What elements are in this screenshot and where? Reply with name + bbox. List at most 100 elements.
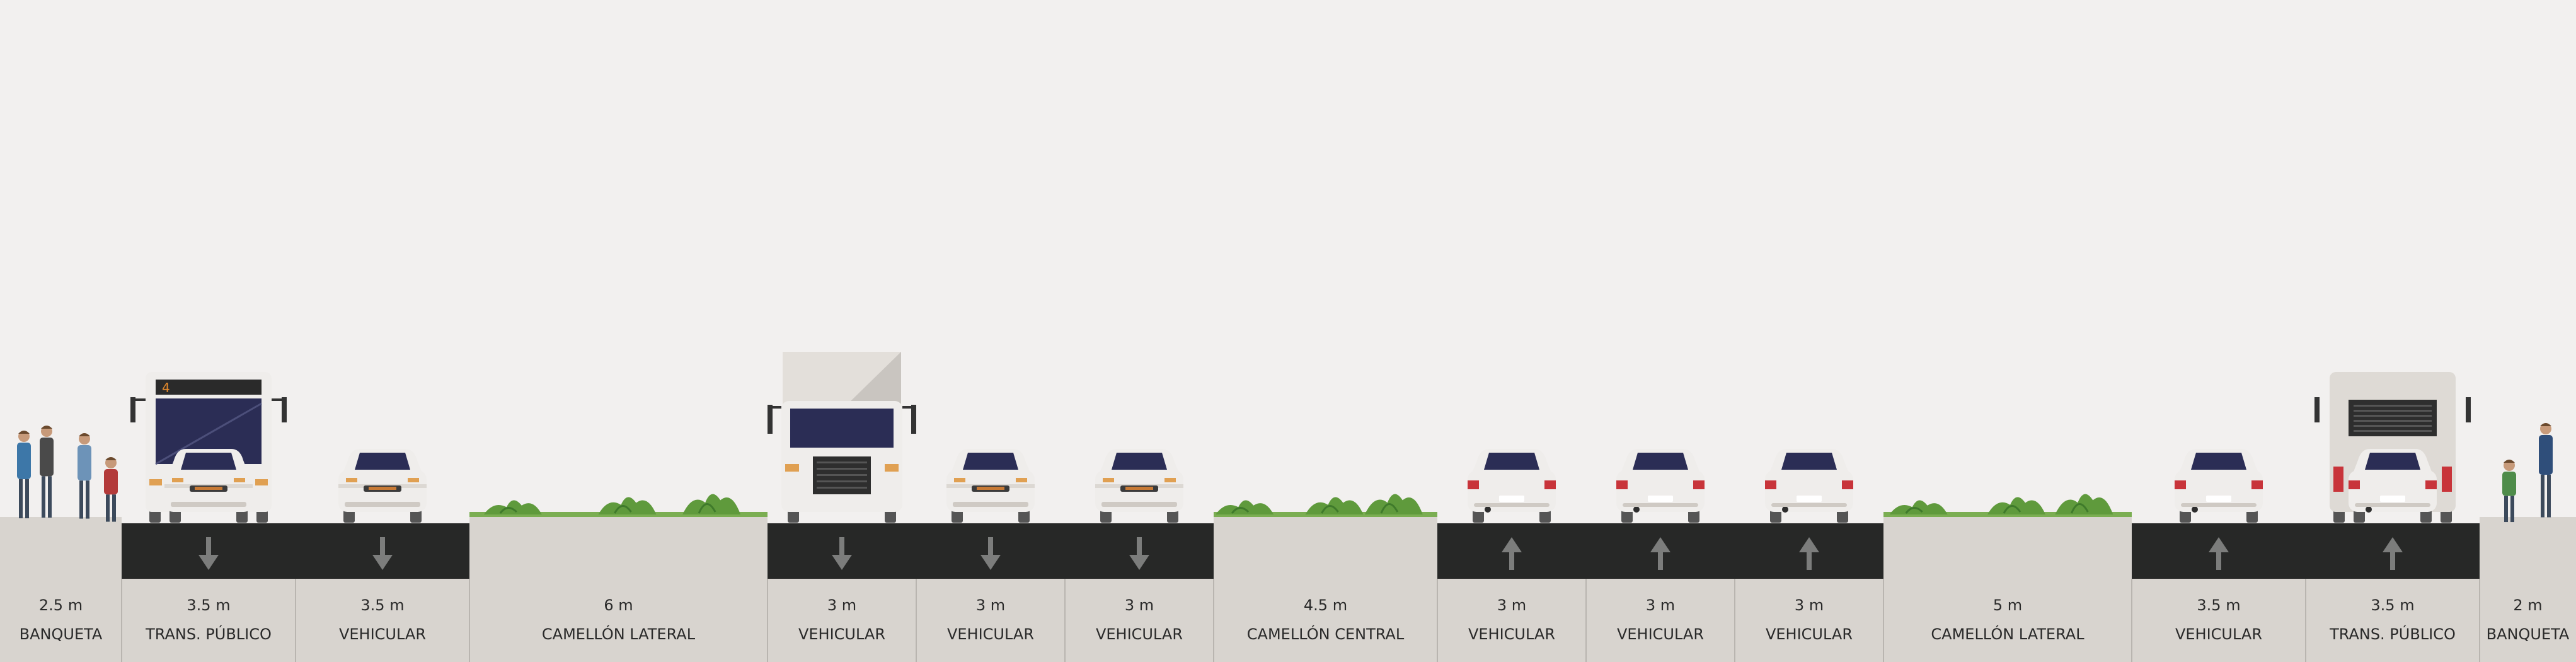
car-front-icon <box>946 449 1035 523</box>
plants-icon <box>469 494 768 517</box>
arrow-up-icon <box>1650 537 1670 570</box>
segment-label-8: 4.5 m CAMELLÓN CENTRAL <box>1247 596 1405 643</box>
segment-type-label: CAMELLÓN CENTRAL <box>1247 624 1405 643</box>
sidewalk-surface <box>0 517 122 662</box>
segment-type-label: VEHICULAR <box>1096 625 1183 643</box>
lane-label-band <box>916 579 1065 662</box>
arrow-up-icon <box>2209 537 2229 570</box>
segment-width-label: 3 m <box>976 596 1005 614</box>
sidewalk-surface <box>2480 517 2576 662</box>
segment-label-12: 5 m CAMELLÓN LATERAL <box>1931 596 2084 643</box>
pedestrian-icon <box>78 433 91 519</box>
lane-label-band <box>1065 579 1214 662</box>
bus-route-sign: 4 <box>162 380 170 395</box>
pedestrian-icon <box>40 426 54 518</box>
median-surface <box>469 517 768 662</box>
segment-label-2: 3.5 m TRANS. PÚBLICO <box>145 596 272 643</box>
lane-label-band <box>122 579 296 662</box>
segment-width-label: 5 m <box>1993 596 2022 614</box>
ground-layer <box>0 517 2576 662</box>
segment-type-label: TRANS. PÚBLICO <box>2329 624 2456 643</box>
lane-label-band <box>296 579 469 662</box>
lane-label-band <box>2306 579 2480 662</box>
lane-label-band <box>1735 579 1883 662</box>
car-front-icon <box>164 449 253 523</box>
arrow-down-icon <box>832 537 852 570</box>
segment-type-label: VEHICULAR <box>1468 625 1555 643</box>
segment-width-label: 3 m <box>1795 596 1824 614</box>
truck-front-icon <box>768 352 916 523</box>
segment-13 <box>2131 523 2306 662</box>
segment-label-10: 3 m VEHICULAR <box>1617 596 1704 643</box>
segment-label-7: 3 m VEHICULAR <box>1096 596 1183 643</box>
arrow-up-icon <box>2383 537 2403 570</box>
plants-icon <box>1883 494 2132 517</box>
segment-label-11: 3 m VEHICULAR <box>1766 596 1853 643</box>
lane-label-band <box>2132 579 2306 662</box>
segment-2 <box>121 523 296 662</box>
segment-width-label: 3 m <box>827 596 856 614</box>
plants-icon <box>1214 494 1437 517</box>
segment-width-label: 3.5 m <box>360 596 404 614</box>
segment-width-label: 2.5 m <box>39 596 83 614</box>
arrow-down-icon <box>372 537 393 570</box>
segment-15 <box>2479 517 2576 662</box>
arrow-down-icon <box>980 537 1001 570</box>
pedestrian-icon <box>17 431 31 519</box>
segment-width-label: 3.5 m <box>2197 596 2240 614</box>
objects-layer: 4 <box>17 352 2553 523</box>
arrow-down-icon <box>198 537 219 570</box>
car-back-icon <box>2349 449 2437 523</box>
segment-label-6: 3 m VEHICULAR <box>947 596 1034 643</box>
segment-type-label: VEHICULAR <box>798 625 885 643</box>
median-surface <box>1214 517 1437 662</box>
segment-6 <box>916 523 1065 662</box>
segment-width-label: 3 m <box>1497 596 1526 614</box>
segment-label-14: 3.5 m TRANS. PÚBLICO <box>2329 596 2456 643</box>
lane-label-band <box>1586 579 1735 662</box>
lane-label-band <box>768 579 916 662</box>
segment-8 <box>1213 517 1437 662</box>
segment-9 <box>1437 523 1586 662</box>
segment-width-label: 3 m <box>1646 596 1675 614</box>
car-front-icon <box>1095 449 1183 523</box>
segment-3 <box>295 523 469 662</box>
arrow-up-icon <box>1799 537 1819 570</box>
pedestrian-icon <box>2539 423 2553 518</box>
segment-type-label: CAMELLÓN LATERAL <box>542 624 696 643</box>
child-pedestrian-icon <box>104 457 118 522</box>
segment-4 <box>469 517 768 662</box>
segment-width-label: 4.5 m <box>1304 596 1347 614</box>
segment-11 <box>1734 523 1883 662</box>
segment-type-label: CAMELLÓN LATERAL <box>1931 624 2084 643</box>
segment-width-label: 3.5 m <box>187 596 230 614</box>
segment-type-label: VEHICULAR <box>2175 625 2262 643</box>
segment-label-9: 3 m VEHICULAR <box>1468 596 1555 643</box>
car-back-icon <box>1616 449 1705 523</box>
segment-width-label: 2 m <box>2513 596 2542 614</box>
lane-label-band <box>1437 579 1586 662</box>
segment-label-4: 6 m CAMELLÓN LATERAL <box>542 596 696 643</box>
arrow-down-icon <box>1129 537 1149 570</box>
car-back-icon <box>2175 449 2263 523</box>
segment-type-label: VEHICULAR <box>1766 625 1853 643</box>
segment-1 <box>0 517 122 662</box>
car-front-icon <box>338 449 427 523</box>
segment-width-label: 6 m <box>604 596 633 614</box>
segment-width-label: 3.5 m <box>2371 596 2414 614</box>
segment-width-label: 3 m <box>1125 596 1154 614</box>
car-back-icon <box>1765 449 1853 523</box>
segment-label-13: 3.5 m VEHICULAR <box>2175 596 2262 643</box>
child-pedestrian-icon <box>2502 460 2516 523</box>
car-back-icon <box>1468 449 1556 523</box>
segment-type-label: VEHICULAR <box>1617 625 1704 643</box>
segment-10 <box>1585 523 1735 662</box>
segment-type-label: VEHICULAR <box>947 625 1034 643</box>
segment-type-label: TRANS. PÚBLICO <box>145 624 272 643</box>
segment-12 <box>1883 517 2132 662</box>
